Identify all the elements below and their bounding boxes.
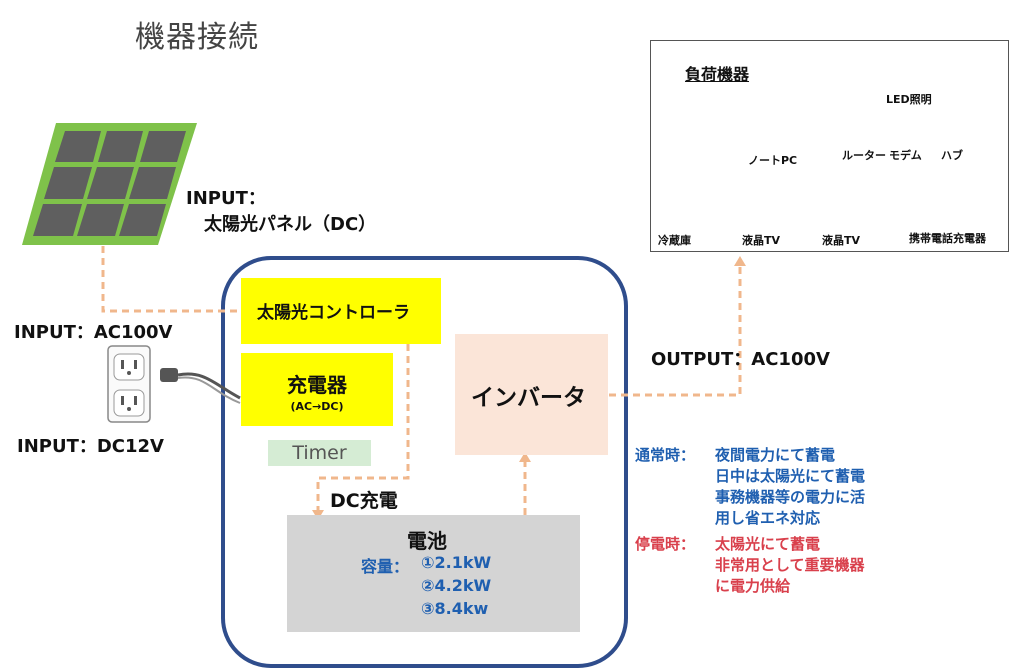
timer-box: Timer [268,440,371,466]
tv2-label: 液晶TV [822,234,861,247]
solar-panel-icon [22,123,197,245]
outage-line-3: に電力供給 [715,577,791,595]
ac-input-label: INPUT：AC100V [14,322,173,343]
normal-line-2: 日中は太陽光にて蓄電 [715,467,866,485]
battery-box: 電池 容量： ①2.1kW ②4.2kW ③8.4kw [287,515,580,632]
phone-charger-label: 携帯電話充電器 [909,232,986,245]
solar-input-line2: 太陽光パネル（DC） [204,214,377,235]
charger-sub-label: (AC→DC) [290,400,344,413]
led-label: LED照明 [886,93,932,106]
normal-mode-text: 夜間電力にて蓄電 日中は太陽光にて蓄電 事務機器等の電力に活 用し省エネ対応 [715,445,865,529]
hub-label: ハブ [941,149,963,162]
capacity-option-2: ②4.2kW [421,576,492,595]
inverter-label: インバータ [471,385,586,411]
load-devices-panel: 負荷機器 LED照明 ノートPC ルーター モデム ハブ 冷蔵庫 液晶TV 液晶… [650,40,1009,252]
battery-label: 電池 [407,529,447,553]
outage-line-1: 太陽光にて蓄電 [715,535,821,553]
load-devices-title: 負荷機器 [685,65,750,84]
solar-controller-box: 太陽光コントローラ [241,278,441,344]
dc-input-label: INPUT：DC12V [17,436,164,457]
dc-charge-label: DC充電 [330,490,398,512]
capacity-option-3: ③8.4kw [421,599,489,618]
normal-mode-label: 通常時： [635,446,696,464]
normal-line-1: 夜間電力にて蓄電 [715,446,836,464]
system-enclosure [221,256,628,668]
normal-line-3: 事務機器等の電力に活 [715,488,866,506]
page-title: 機器接続 [135,20,259,55]
inverter-box: インバータ [455,334,608,455]
outage-mode-note: 停電時： [635,534,695,555]
charger-label: 充電器 [287,373,347,397]
outage-line-2: 非常用として重要機器 [715,556,865,574]
capacity-option-1: ①2.1kW [421,553,492,572]
solar-controller-label: 太陽光コントローラ [257,303,410,323]
normal-line-4: 用し省エネ対応 [715,509,821,527]
router-label: ルーター [842,149,886,162]
solar-input-label: INPUT： 太陽光パネル（DC） [186,186,376,238]
outlet-icon [107,345,241,423]
charger-box: 充電器 (AC→DC) [241,353,393,426]
fridge-label: 冷蔵庫 [658,234,691,247]
flow-lines [101,246,742,515]
tv1-label: 液晶TV [742,234,781,247]
modem-label: モデム [889,149,922,162]
notebook-label: ノートPC [748,154,798,167]
normal-mode-note: 通常時： [635,445,695,466]
output-label: OUTPUT：AC100V [651,349,830,370]
outage-mode-text: 太陽光にて蓄電 非常用として重要機器 に電力供給 [715,534,865,597]
capacity-label: 容量： [361,557,410,576]
outage-mode-label: 停電時： [635,535,696,553]
solar-input-line1: INPUT： [186,188,266,209]
